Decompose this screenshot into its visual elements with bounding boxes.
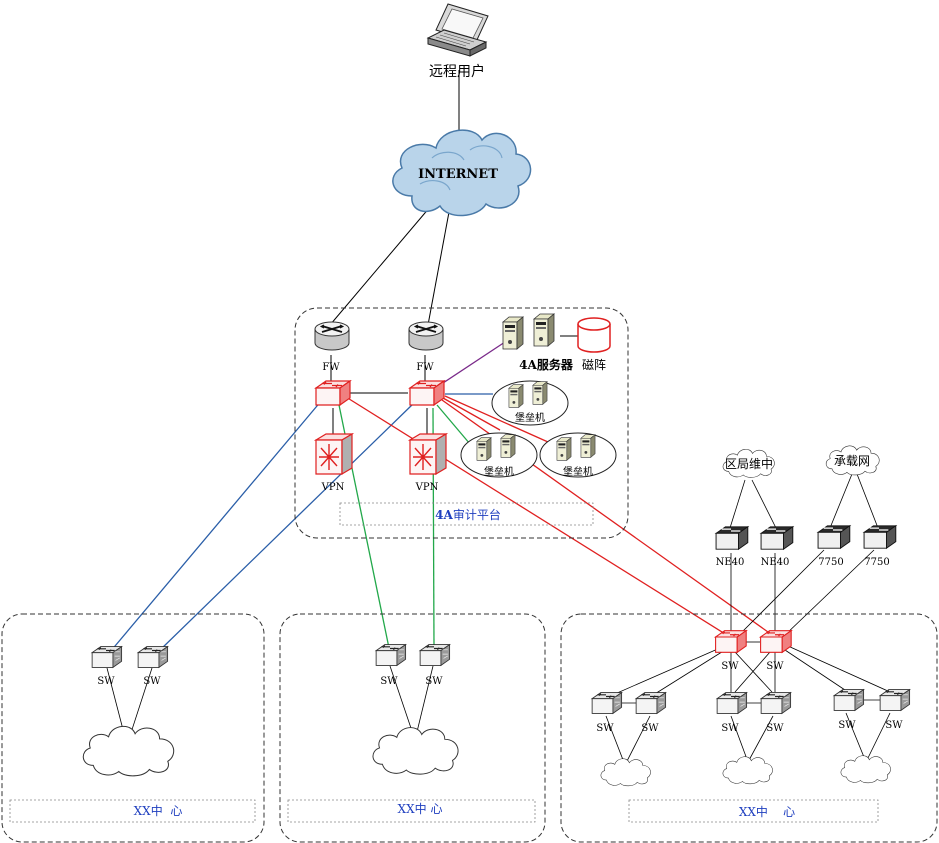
bastion-server-icon <box>500 434 516 458</box>
sw-label: SW <box>425 676 443 687</box>
center-3-box <box>560 613 938 843</box>
center-3-core-switch-icon <box>760 630 792 653</box>
switch-icon <box>137 646 169 668</box>
disk-array-icon <box>577 317 611 353</box>
disk-label: 磁阵 <box>582 357 606 372</box>
bastion-server-icon <box>580 434 596 458</box>
switch-icon <box>833 689 865 711</box>
switch-icon <box>635 692 667 714</box>
r7750-router-icon <box>817 525 851 549</box>
vpn-left-icon <box>315 433 353 475</box>
bastion-server-icon <box>508 384 524 408</box>
sw-label: SW <box>838 720 856 731</box>
fw-router-left-icon <box>314 321 350 351</box>
sw-label: SW <box>380 676 398 687</box>
center-3-label-box <box>628 799 879 823</box>
r7750-router-icon <box>863 525 897 549</box>
bastion-server-icon <box>556 437 572 461</box>
ne40-router-icon <box>715 526 749 550</box>
center-1-label-box <box>9 799 256 823</box>
audit-platform-label: 4A审计平台 <box>435 507 501 522</box>
bastion-label-1: 堡垒机 <box>515 411 545 424</box>
core-switch-right-icon <box>409 380 445 406</box>
switch-icon <box>760 692 792 714</box>
bastion-server-icon <box>532 381 548 405</box>
center-3-core-switch-icon <box>715 630 747 653</box>
vpn-right-icon <box>409 433 447 475</box>
switch-icon <box>879 689 911 711</box>
bastion-server-icon <box>476 437 492 461</box>
core-switch-left-icon <box>315 380 351 406</box>
switch-icon <box>91 646 123 668</box>
audit-platform-box <box>294 307 629 539</box>
server-icon <box>502 316 524 350</box>
lan-cloud-icon <box>840 755 891 784</box>
sw-label: SW <box>721 723 739 734</box>
lan-cloud-icon <box>372 726 459 775</box>
bastion-label-3: 堡垒机 <box>563 465 593 478</box>
center-1-box <box>1 613 265 843</box>
internet-label: INTERNET <box>418 167 498 182</box>
bearer-network-label: 承载网 <box>834 454 870 468</box>
sw-label: SW <box>143 676 161 687</box>
sw-label: SW <box>721 661 739 672</box>
center-1-label: XX中 心 <box>134 803 183 818</box>
switch-icon <box>375 644 407 666</box>
center-2-label: XX中 心 <box>398 801 443 816</box>
internet-cloud-icon <box>392 129 532 217</box>
fw-left-label: FW <box>322 362 340 373</box>
sw-label: SW <box>766 661 784 672</box>
fw-router-right-icon <box>408 321 444 351</box>
center-3-label: XX中 心 <box>739 804 795 819</box>
switch-icon <box>591 692 623 714</box>
center-2-box <box>279 613 546 843</box>
vpn-left-label: VPN <box>321 482 345 493</box>
r7750-label: 7750 <box>818 557 843 568</box>
sw-label: SW <box>766 723 784 734</box>
remote-user-label: 远程用户 <box>429 63 485 80</box>
sw-label: SW <box>641 723 659 734</box>
switch-icon <box>419 644 451 666</box>
bastion-label-2: 堡垒机 <box>484 465 514 478</box>
sw-label: SW <box>885 720 903 731</box>
server-icon <box>533 313 555 347</box>
center-2-label-box <box>287 799 536 823</box>
district-cloud-label: 区局维中 <box>725 456 773 471</box>
lan-cloud-icon <box>722 756 773 785</box>
server-label: 4A服务器 <box>519 357 574 372</box>
ne40-router-icon <box>760 526 794 550</box>
ne40-label: NE40 <box>716 557 745 568</box>
vpn-right-label: VPN <box>415 482 439 493</box>
switch-icon <box>716 692 748 714</box>
lan-cloud-icon <box>82 725 175 777</box>
r7750-label: 7750 <box>864 557 889 568</box>
sw-label: SW <box>596 723 614 734</box>
fw-right-label: FW <box>416 362 434 373</box>
laptop-icon <box>426 3 489 57</box>
audit-platform-label-box <box>339 502 594 526</box>
ne40-label: NE40 <box>761 557 790 568</box>
sw-label: SW <box>97 676 115 687</box>
lan-cloud-icon <box>600 758 651 787</box>
audit-platform-label-prefix: 4A <box>435 508 453 522</box>
audit-platform-label-rest: 审计平台 <box>453 507 501 522</box>
